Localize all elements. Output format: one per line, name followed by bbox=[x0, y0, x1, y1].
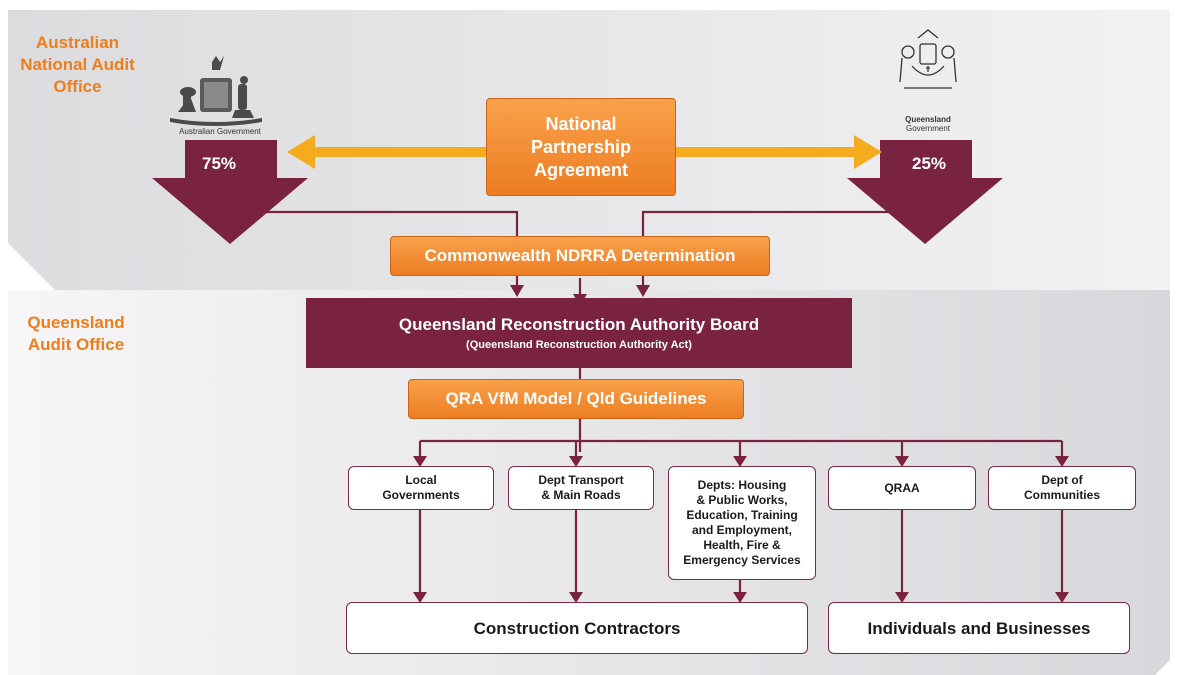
state-funding-arrow bbox=[847, 140, 1003, 244]
anao-label: Australian National Audit Office bbox=[20, 33, 135, 96]
agency-local-governments: Local Governments bbox=[348, 466, 494, 510]
agreement-line-1: National bbox=[545, 113, 617, 134]
state-share: 25% bbox=[912, 154, 947, 173]
agreement-line-3: Agreement bbox=[533, 159, 629, 180]
agency-dept-communities: Dept of Communities bbox=[988, 466, 1136, 510]
agency-housing-education-health: Depts: Housing & Public Works, Education… bbox=[668, 466, 816, 580]
queensland-government-caption-line2: Government bbox=[905, 124, 951, 133]
qra-board-subtitle: (Queensland Reconstruction Authority Act… bbox=[466, 339, 692, 351]
agency-communities-line-2: Communities bbox=[1023, 488, 1100, 502]
agency-transport-line-2: & Main Roads bbox=[541, 488, 621, 502]
agency-qraa-label: QRAA bbox=[884, 480, 920, 495]
australian-government-emblem bbox=[170, 56, 262, 126]
agency-housing-line-3: Education, Training bbox=[686, 508, 798, 522]
australian-government-caption: Australian Government bbox=[179, 127, 261, 136]
agency-transport-main-roads: Dept Transport & Main Roads bbox=[508, 466, 654, 510]
agency-housing-line-5: Health, Fire & bbox=[703, 538, 781, 552]
construction-contractors: Construction Contractors bbox=[346, 602, 808, 654]
agency-housing-line-1: Depts: Housing bbox=[697, 478, 787, 492]
qra-board-title: Queensland Reconstruction Authority Boar… bbox=[398, 315, 760, 334]
agency-local-governments-line-1: Local bbox=[405, 473, 437, 487]
agreement-line-2: Partnership bbox=[530, 136, 632, 157]
commonwealth-share: 75% bbox=[202, 154, 237, 173]
ndrra-determination: Commonwealth NDRRA Determination bbox=[390, 236, 770, 276]
agency-local-governments-line-2: Governments bbox=[382, 488, 460, 502]
agency-housing-line-4: and Employment, bbox=[691, 523, 792, 537]
arrow-left-head bbox=[287, 135, 315, 169]
agency-housing-line-2: & Public Works, bbox=[696, 493, 788, 507]
qao-label: Queensland Audit Office bbox=[27, 313, 125, 354]
individuals-and-businesses: Individuals and Businesses bbox=[828, 602, 1130, 654]
agency-communities-line-1: Dept of bbox=[1041, 473, 1083, 487]
commonwealth-funding-arrow bbox=[152, 140, 308, 244]
queensland-government-caption-line1: Queensland bbox=[905, 115, 951, 124]
agency-housing-line-6: Emergency Services bbox=[683, 553, 801, 567]
arrow-right-head bbox=[854, 135, 882, 169]
national-partnership-agreement: National Partnership Agreement bbox=[486, 98, 676, 196]
qra-vfm-guidelines: QRA VfM Model / Qld Guidelines bbox=[408, 379, 744, 419]
agency-qraa: QRAA bbox=[828, 466, 976, 510]
agency-transport-line-1: Dept Transport bbox=[538, 473, 624, 487]
qra-board: Queensland Reconstruction Authority Boar… bbox=[306, 298, 852, 368]
queensland-government-emblem bbox=[899, 29, 957, 89]
